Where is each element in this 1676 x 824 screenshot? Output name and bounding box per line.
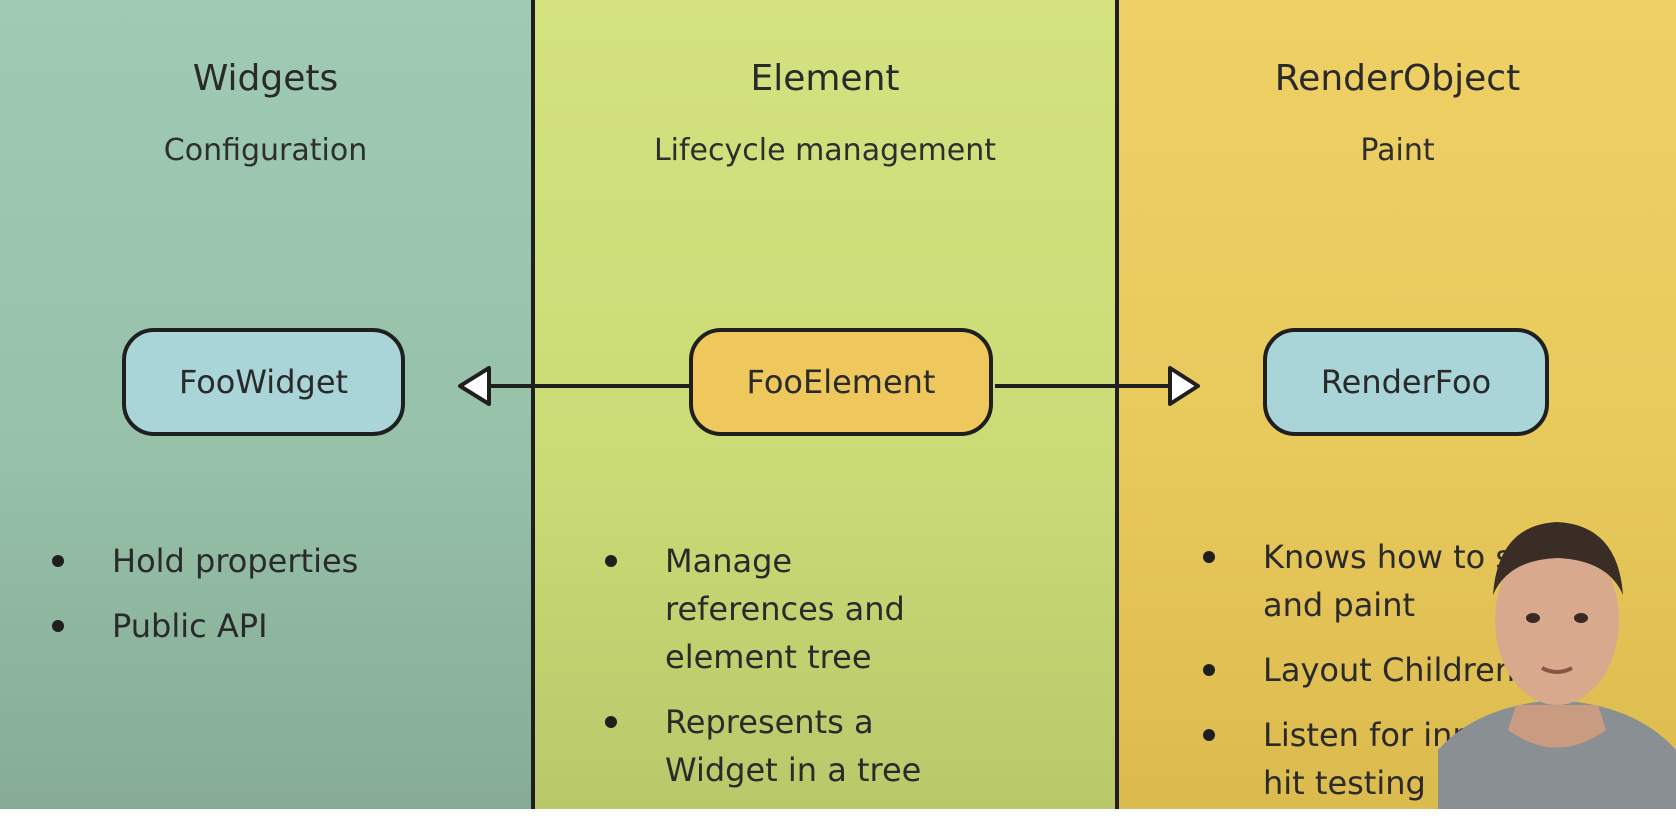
element-bullet-list: Manage references and element tree Repre…: [605, 537, 955, 811]
presenter-right-eye: [1574, 613, 1588, 623]
widgets-bullet-list: Hold properties Public API: [52, 537, 512, 667]
widgets-title: Widgets: [192, 58, 339, 99]
element-bullet-1: Manage references and element tree: [605, 537, 955, 681]
renderobject-bullet-2: Layout Children: [1203, 646, 1563, 694]
presenter-shoulders: [1438, 700, 1676, 809]
widgets-subtitle: Configuration: [163, 133, 368, 168]
renderfoo-node: RenderFoo: [1263, 328, 1549, 436]
element-column: Element Lifecycle management FooElement …: [535, 0, 1115, 809]
element-title: Element: [750, 58, 900, 99]
element-subtitle: Lifecycle management: [653, 133, 997, 168]
column-divider-right: [1115, 0, 1119, 809]
element-bullet-2: Represents a Widget in a tree: [605, 698, 955, 794]
renderobject-column: RenderObject Paint RenderFoo Knows how t…: [1119, 0, 1676, 809]
presenter-left-eye: [1526, 613, 1540, 623]
fooelement-node: FooElement: [689, 328, 993, 436]
foowidget-node: FooWidget: [122, 328, 405, 436]
renderobject-title: RenderObject: [1274, 58, 1521, 99]
widgets-bullet-2: Public API: [52, 602, 512, 650]
widgets-bullet-1: Hold properties: [52, 537, 512, 585]
column-divider-left: [531, 0, 535, 809]
presenter-neck: [1508, 705, 1606, 748]
widgets-column: Widgets Configuration FooWidget Hold pro…: [0, 0, 531, 809]
presenter-video: [1438, 522, 1676, 809]
presenter-face: [1495, 535, 1619, 705]
presenter-hair: [1493, 522, 1623, 595]
presenter-mouth: [1541, 666, 1573, 674]
renderobject-subtitle: Paint: [1360, 133, 1435, 168]
